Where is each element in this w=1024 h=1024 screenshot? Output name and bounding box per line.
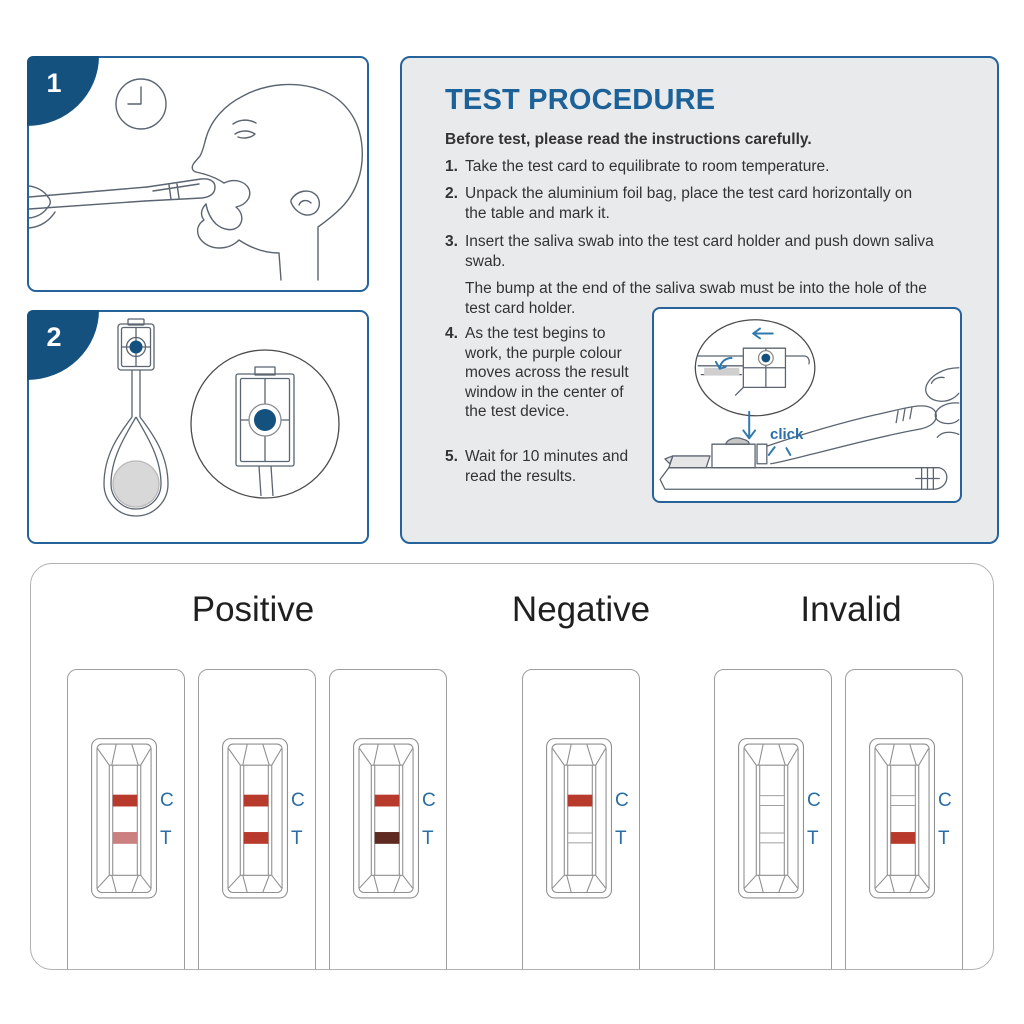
mouth-swab-illustration bbox=[29, 78, 363, 281]
step2-panel: 2 bbox=[27, 310, 369, 544]
clock-icon bbox=[115, 78, 167, 130]
result-heading: Invalid bbox=[800, 590, 902, 629]
control-line-label: C bbox=[807, 790, 821, 811]
control-line-label: C bbox=[291, 790, 305, 811]
result-heading: Positive bbox=[191, 590, 315, 629]
procedure-intro: Before test, please read the instruction… bbox=[445, 131, 812, 148]
control-line-label: C bbox=[160, 790, 174, 811]
step-number: 2. bbox=[445, 185, 458, 202]
result-heading: Negative bbox=[511, 590, 651, 629]
click-label: click bbox=[770, 426, 804, 443]
procedure-note: The bump at the end of the saliva swab m… bbox=[445, 279, 935, 318]
saliva-swab bbox=[29, 178, 216, 210]
test-line-label: T bbox=[422, 828, 434, 849]
test-cassette-illustration bbox=[546, 738, 613, 899]
step-text: Take the test card to equilibrate to roo… bbox=[465, 158, 830, 175]
step-number: 1. bbox=[445, 158, 458, 175]
magnifier-detail bbox=[190, 349, 340, 499]
swab-head bbox=[117, 318, 155, 417]
procedure-step: 2. Unpack the aluminium foil bag, place t… bbox=[445, 184, 935, 223]
step-number: 3. bbox=[445, 233, 458, 250]
head-profile bbox=[191, 83, 363, 281]
test-procedure-panel: TEST PROCEDURE Before test, please read … bbox=[400, 56, 999, 544]
step-number: 5. bbox=[445, 448, 458, 465]
step2-badge: 2 bbox=[27, 310, 99, 380]
test-line-label: T bbox=[291, 828, 303, 849]
test-line-label: T bbox=[160, 828, 172, 849]
insert-click-illustration bbox=[659, 319, 960, 490]
swab-paddle bbox=[103, 416, 169, 517]
procedure-step: 4. As the test begins to work, the purple… bbox=[445, 324, 630, 422]
control-line-label: C bbox=[938, 790, 952, 811]
procedure-title: TEST PROCEDURE bbox=[445, 84, 716, 116]
test-line-label: T bbox=[807, 828, 819, 849]
test-line-label: T bbox=[615, 828, 627, 849]
step1-panel: 1 bbox=[27, 56, 369, 292]
step-text: As the test begins to work, the purple c… bbox=[465, 325, 629, 420]
arrow-icons bbox=[714, 327, 792, 456]
control-line-label: C bbox=[422, 790, 436, 811]
step1-badge: 1 bbox=[27, 56, 99, 126]
test-cassette-illustration bbox=[869, 738, 936, 899]
hand bbox=[29, 185, 56, 229]
test-cassette-illustration bbox=[738, 738, 805, 899]
test-cassette-illustration bbox=[222, 738, 289, 899]
badge-number: 2 bbox=[46, 321, 62, 352]
step-text: The bump at the end of the saliva swab m… bbox=[465, 280, 927, 317]
test-cassette-illustration bbox=[353, 738, 420, 899]
procedure-step: 1. Take the test card to equilibrate to r… bbox=[445, 157, 935, 177]
badge-number: 1 bbox=[46, 67, 62, 98]
test-cassette-illustration bbox=[91, 738, 158, 899]
step-text: Unpack the aluminium foil bag, place the… bbox=[465, 185, 913, 222]
step-text: Wait for 10 minutes and read the results… bbox=[465, 448, 629, 485]
control-line-label: C bbox=[615, 790, 629, 811]
procedure-step: 3. Insert the saliva swab into the test c… bbox=[445, 232, 935, 271]
procedure-step: 5. Wait for 10 minutes and read the resul… bbox=[445, 447, 630, 486]
step-text: Insert the saliva swab into the test car… bbox=[465, 233, 934, 270]
test-line-label: T bbox=[938, 828, 950, 849]
step-number: 4. bbox=[445, 325, 458, 342]
swab-device-illustration bbox=[103, 318, 340, 517]
click-inset: click bbox=[652, 307, 962, 503]
